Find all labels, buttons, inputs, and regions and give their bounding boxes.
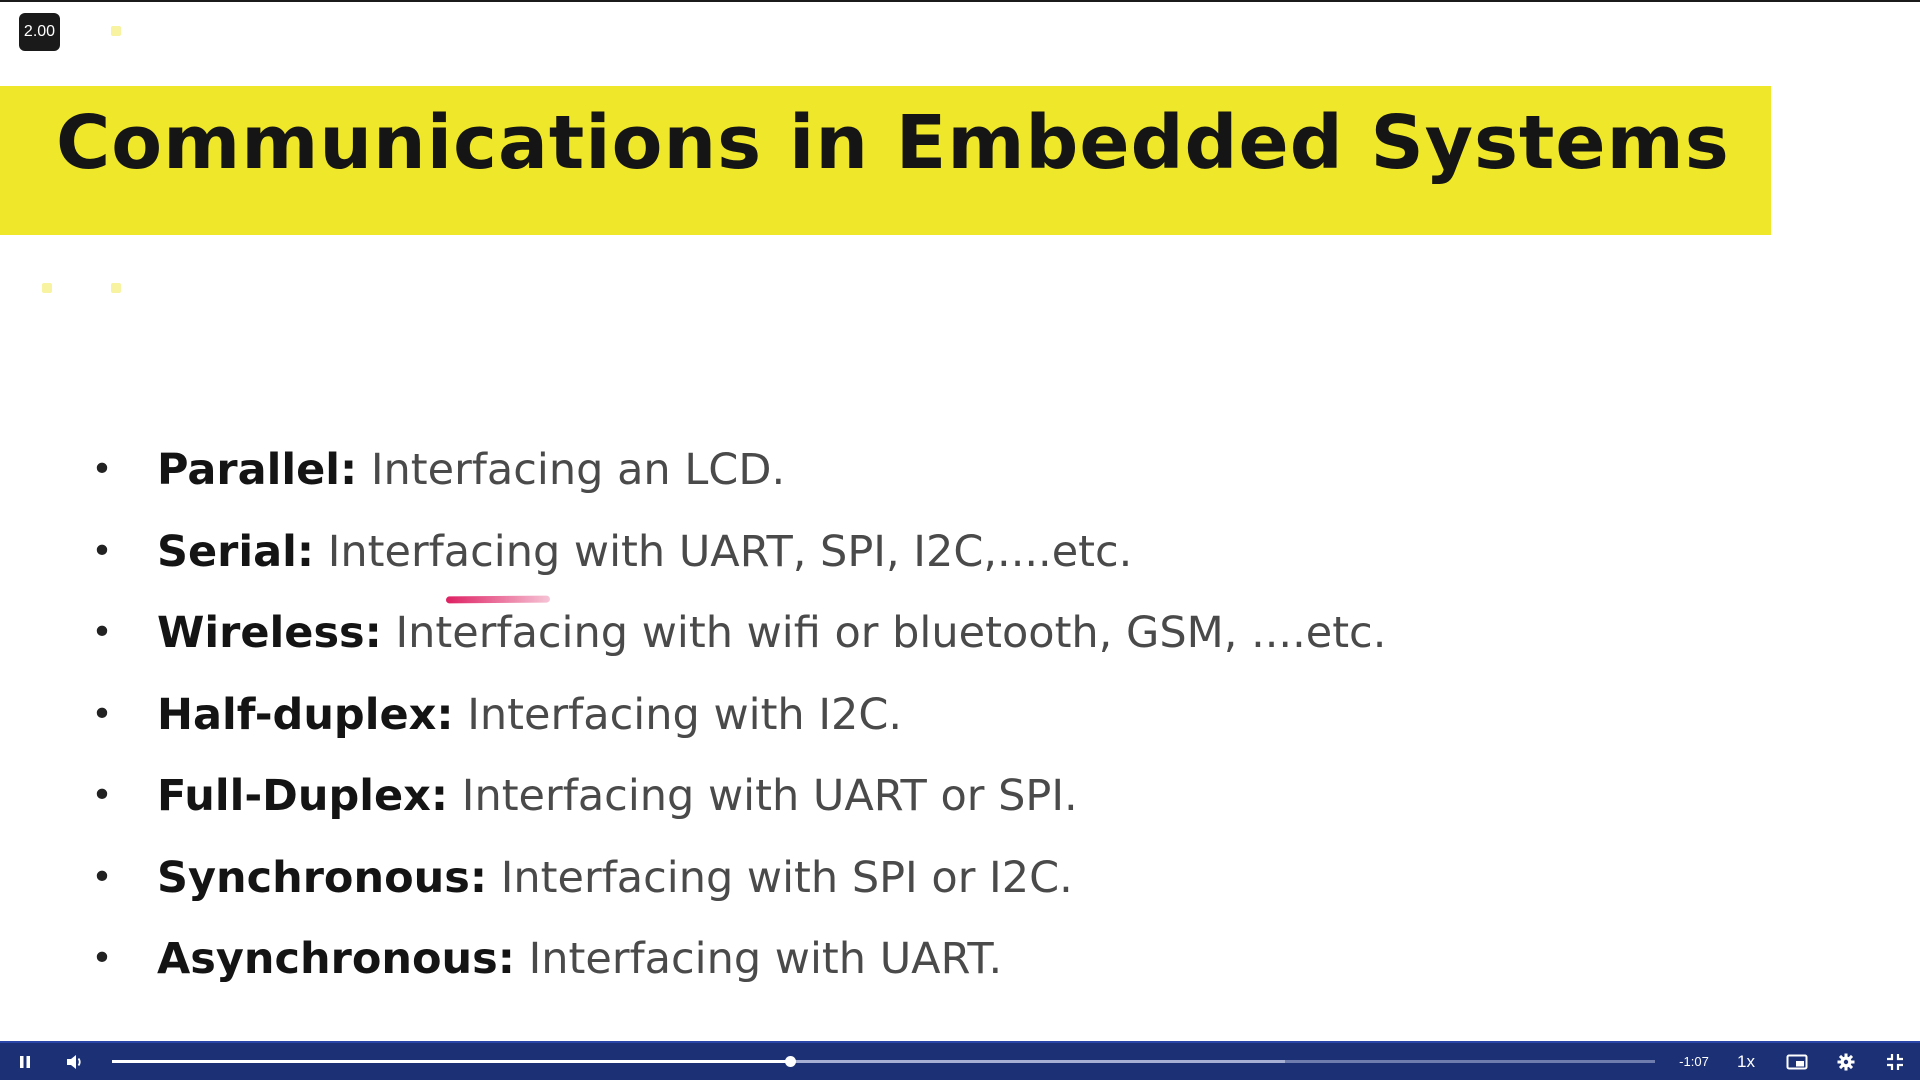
bullet-marker: • <box>91 775 113 816</box>
bullet-item: • Wireless: Interfacing with wifi or blu… <box>90 605 1386 687</box>
exit-fullscreen-icon <box>1887 1053 1903 1070</box>
gear-icon <box>1837 1053 1855 1070</box>
bullet-description: Interfacing an LCD. <box>357 445 786 495</box>
bullet-description: Interfacing with SPI or I2C. <box>487 852 1073 903</box>
picture-in-picture-icon <box>1786 1054 1808 1069</box>
time-remaining: -1:07 <box>1679 1054 1709 1069</box>
decorative-dot <box>111 283 121 293</box>
playback-rate-button[interactable]: 1x <box>1737 1051 1755 1071</box>
exit-fullscreen-button[interactable] <box>1878 1043 1912 1080</box>
pen-annotation-stroke <box>445 595 551 604</box>
bullet-description: Interfacing with UART, SPI, I2C,....etc. <box>314 526 1133 577</box>
bullet-term: Parallel: <box>157 445 358 495</box>
top-border <box>0 0 1920 2</box>
pause-button[interactable] <box>8 1043 42 1080</box>
slide-title: Communications in Embedded Systems <box>56 100 1730 186</box>
bullet-item: • Full-Duplex: Interfacing with UART or … <box>90 768 1386 850</box>
volume-button[interactable] <box>58 1043 92 1080</box>
settings-button[interactable] <box>1829 1043 1863 1080</box>
bullet-text: Half-duplex: Interfacing with I2C. <box>157 687 902 743</box>
picture-in-picture-button[interactable] <box>1780 1043 1814 1080</box>
volume-icon <box>67 1054 81 1069</box>
bullet-marker: • <box>91 856 113 898</box>
bullet-text: Full-Duplex: Interfacing with UART or SP… <box>157 768 1078 824</box>
bullet-item: • Serial: Interfacing with UART, SPI, I2… <box>90 524 1386 606</box>
progress-slider[interactable] <box>112 1056 1655 1067</box>
playback-speed-badge: 2.00 <box>19 13 60 51</box>
bullet-text: Wireless: Interfacing with wifi or bluet… <box>157 605 1386 661</box>
decorative-dot <box>42 283 52 293</box>
bullet-term: Asynchronous: <box>157 934 515 984</box>
bullet-description: Interfacing with I2C. <box>453 689 903 740</box>
bullet-item: • Parallel: Interfacing an LCD. <box>90 442 1386 524</box>
bullet-marker: • <box>91 530 113 572</box>
bullet-term: Half-duplex: <box>157 689 454 740</box>
title-banner <box>0 86 1771 235</box>
bullet-item: • Synchronous: Interfacing with SPI or I… <box>90 850 1386 932</box>
bullet-marker: • <box>91 693 113 735</box>
bullet-text: Parallel: Interfacing an LCD. <box>157 442 785 498</box>
bullet-item: • Asynchronous: Interfacing with UART. <box>90 931 1386 1013</box>
bullet-text: Asynchronous: Interfacing with UART. <box>157 931 1002 987</box>
player-control-bar: -1:07 1x <box>0 1041 1920 1080</box>
bullet-marker: • <box>91 612 113 653</box>
bullet-term: Serial: <box>157 526 315 577</box>
bullet-description: Interfacing with UART. <box>514 934 1003 984</box>
bullet-item: • Half-duplex: Interfacing with I2C. <box>90 687 1386 769</box>
bullet-term: Full-Duplex: <box>157 771 449 821</box>
bullet-description: Interfacing with wifi or bluetooth, GSM,… <box>381 608 1387 658</box>
pause-icon <box>20 1055 30 1068</box>
decorative-dot <box>111 26 121 36</box>
bullet-text: Serial: Interfacing with UART, SPI, I2C,… <box>157 524 1132 580</box>
progress-fill <box>112 1060 791 1063</box>
bullet-description: Interfacing with UART or SPI. <box>448 771 1078 821</box>
bullet-marker: • <box>91 449 113 490</box>
bullet-term: Synchronous: <box>157 852 488 903</box>
bullet-list: • Parallel: Interfacing an LCD. • Serial… <box>90 442 1386 1013</box>
bullet-marker: • <box>91 938 113 979</box>
bullet-term: Wireless: <box>157 608 382 658</box>
bullet-text: Synchronous: Interfacing with SPI or I2C… <box>157 850 1073 906</box>
progress-thumb[interactable] <box>785 1056 797 1067</box>
